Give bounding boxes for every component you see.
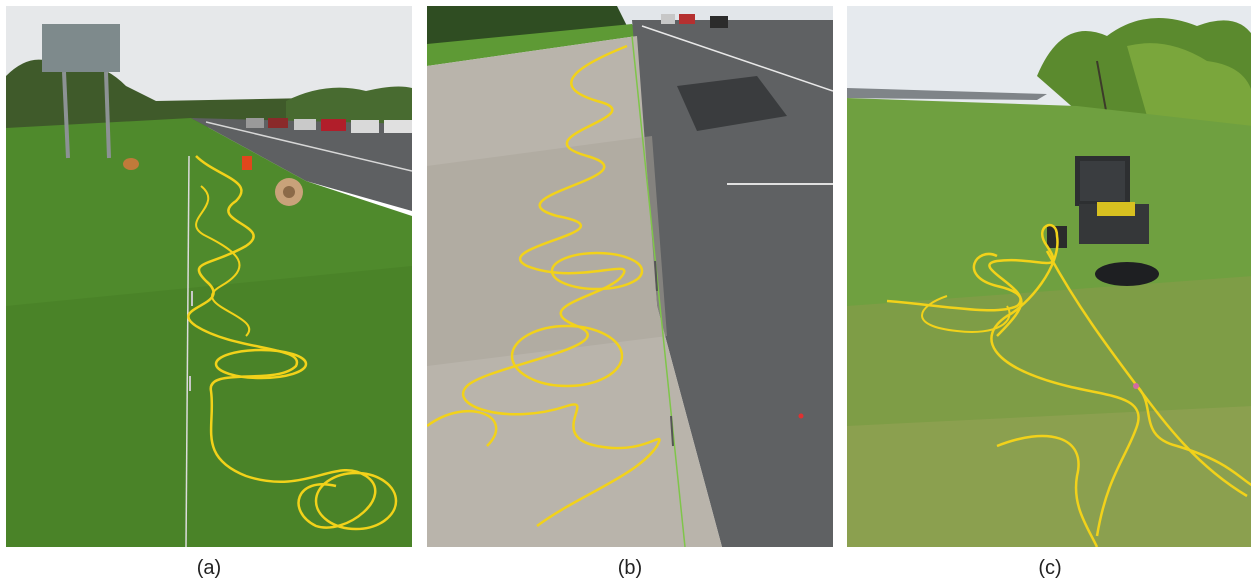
photo-panel-c	[847, 6, 1251, 547]
caption-c: (c)	[1038, 557, 1062, 579]
caption-a: (a)	[196, 557, 222, 579]
photo-b-image	[427, 6, 833, 547]
caption-b: (b)	[617, 557, 643, 579]
photo-panel-b	[427, 6, 833, 547]
photo-c-image	[847, 6, 1251, 547]
photo-panel-a	[6, 6, 412, 547]
photo-a-image	[6, 6, 412, 547]
